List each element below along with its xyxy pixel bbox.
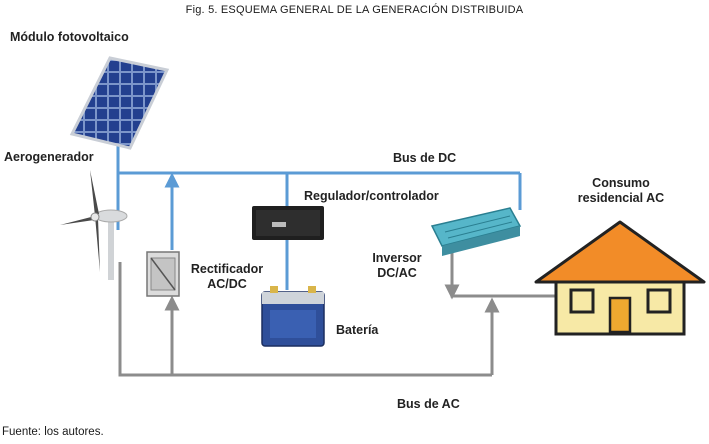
consumption-label-line2: residencial AC bbox=[577, 191, 665, 205]
inverter-label: Inversor DC/AC bbox=[366, 251, 428, 281]
rectifier-label-line1: Rectificador bbox=[190, 262, 264, 276]
consumption-label-line1: Consumo bbox=[592, 176, 650, 190]
inverter-icon bbox=[430, 207, 522, 256]
inverter-label-line2: DC/AC bbox=[377, 266, 417, 280]
inverter-label-line1: Inversor bbox=[372, 251, 422, 265]
rectifier-label-line2: AC/DC bbox=[207, 277, 247, 291]
wind-turbine-label: Aerogenerador bbox=[4, 150, 94, 164]
rectifier-icon bbox=[146, 251, 180, 297]
pv-module-icon bbox=[69, 56, 170, 150]
dc-bus-label: Bus de DC bbox=[393, 151, 457, 165]
ac-bus-lines bbox=[118, 248, 555, 377]
ac-bus-label: Bus de AC bbox=[397, 397, 460, 411]
figure-caption: Fig. 5. ESQUEMA GENERAL DE LA GENERACIÓN… bbox=[185, 4, 524, 16]
battery-icon bbox=[261, 286, 325, 347]
figure-source: Fuente: los autores. bbox=[2, 426, 104, 438]
pv-module-label: Módulo fotovoltaico bbox=[10, 30, 129, 44]
dc-bus-lines bbox=[116, 140, 522, 290]
house-icon bbox=[534, 220, 706, 336]
regulator-controller-icon bbox=[252, 206, 324, 240]
battery-label: Batería bbox=[336, 323, 379, 337]
rectifier-label: Rectificador AC/DC bbox=[186, 262, 268, 292]
wind-turbine-icon bbox=[60, 170, 128, 280]
consumption-label: Consumo residencial AC bbox=[566, 176, 676, 206]
regulator-label: Regulador/controlador bbox=[304, 189, 439, 203]
